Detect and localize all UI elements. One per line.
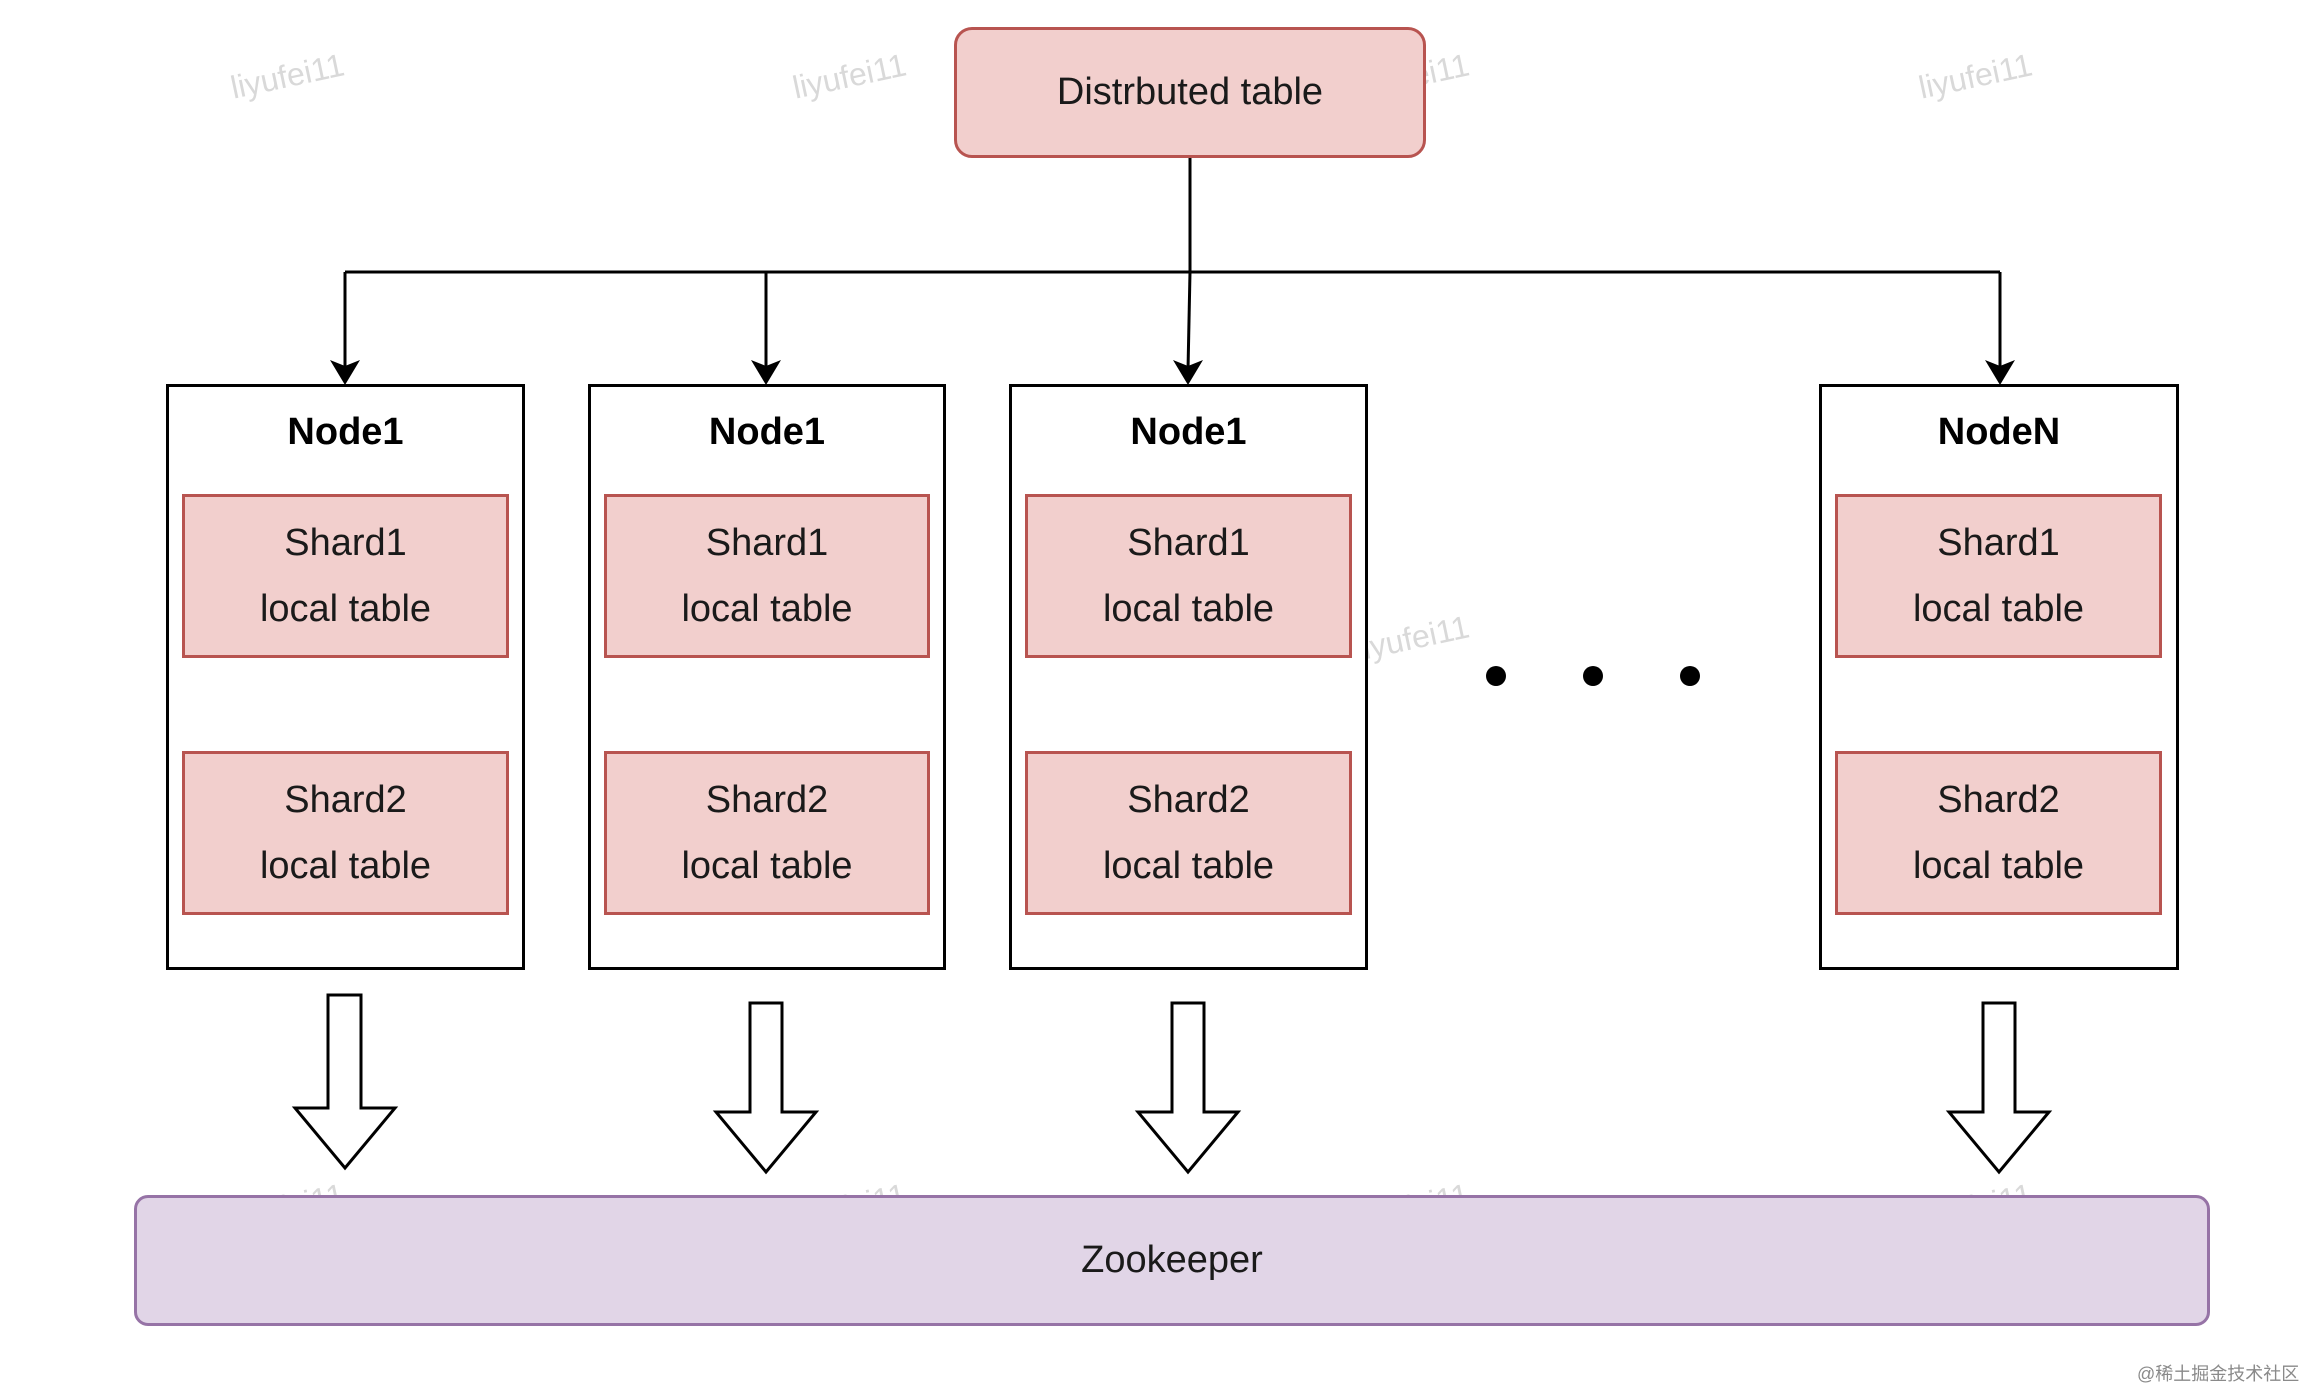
shard-box: Shard1 local table (182, 494, 509, 658)
arrow-to-node-3 (1186, 271, 1192, 371)
shard-label: local table (259, 588, 432, 630)
block-arrow-node-2 (712, 1001, 820, 1175)
shard-name: Shard1 (705, 522, 829, 564)
block-arrow-node-n (1945, 1001, 2053, 1175)
distributed-table-label: Distrbuted table (1056, 71, 1324, 113)
source-credit: @稀土掘金技术社区 (2137, 1364, 2300, 1384)
shard-box: Shard2 local table (1835, 751, 2162, 915)
shard-box: Shard1 local table (1025, 494, 1352, 658)
shard-label: local table (1912, 845, 2085, 887)
distributed-table-box: Distrbuted table (954, 27, 1426, 158)
arrowhead-node-2 (751, 360, 781, 385)
shard-label: local table (1102, 845, 1275, 887)
shard-name: Shard1 (1127, 522, 1250, 564)
shard-name: Shard2 (284, 779, 407, 821)
block-arrow-node-1 (291, 993, 399, 1171)
zookeeper-label: Zookeeper (1081, 1239, 1263, 1281)
arrowhead-node-n (1985, 360, 2015, 385)
arrowhead-node-1 (330, 360, 360, 385)
ellipsis-dot (1486, 666, 1506, 686)
shard-name: Shard2 (1127, 779, 1250, 821)
shard-name: Shard2 (1937, 779, 2060, 821)
shard-label: local table (681, 845, 853, 887)
shard-label: local table (259, 845, 432, 887)
arrowhead-node-3 (1173, 360, 1203, 385)
shard-label: local table (1102, 588, 1275, 630)
node-title: Node1 (708, 411, 826, 453)
block-arrow-node-3 (1134, 1001, 1242, 1175)
shard-name: Shard2 (705, 779, 829, 821)
shard-box: Shard2 local table (604, 751, 930, 915)
shard-label: local table (1912, 588, 2085, 630)
shard-box: Shard1 local table (1835, 494, 2162, 658)
shard-box: Shard2 local table (1025, 751, 1352, 915)
node-title: NodeN (1937, 411, 2061, 453)
ellipsis-dot (1680, 666, 1700, 686)
node-title: Node1 (287, 411, 404, 453)
shard-label: local table (681, 588, 853, 630)
ellipsis-dot (1583, 666, 1603, 686)
zookeeper-box: Zookeeper (134, 1195, 2210, 1326)
shard-box: Shard2 local table (182, 751, 509, 915)
shard-name: Shard1 (284, 522, 407, 564)
node-title: Node1 (1130, 411, 1247, 453)
shard-box: Shard1 local table (604, 494, 930, 658)
shard-name: Shard1 (1937, 522, 2060, 564)
